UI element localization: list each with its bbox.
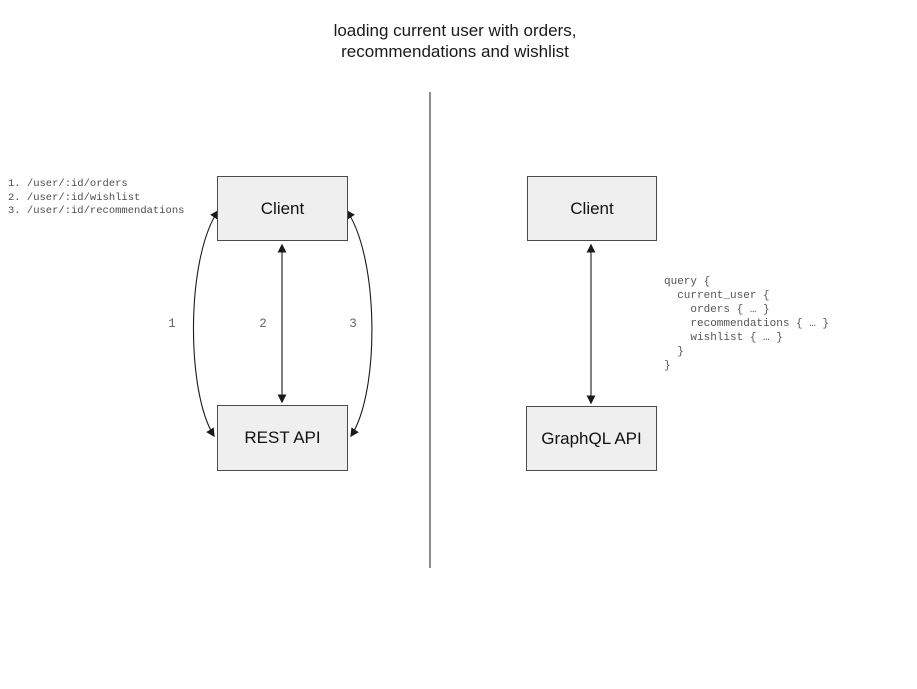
rest-client-box: Client <box>217 176 348 241</box>
rest-arrow-1-label: 1 <box>168 317 176 331</box>
rest-arrow-3-curve <box>346 209 373 438</box>
diagram-title-line1: loading current user with orders, <box>333 21 577 40</box>
diagram-title-line2: recommendations and wishlist <box>341 42 569 61</box>
graphql-client-box-label: Client <box>570 198 614 218</box>
rest-arrow-3-label: 3 <box>349 317 357 331</box>
graphql-api-box: GraphQL API <box>526 406 657 471</box>
rest-endpoints-list: 1. /user/:id/orders 2. /user/:id/wishlis… <box>8 178 185 217</box>
graphql-client-box: Client <box>527 176 657 241</box>
graphql-query-snippet: query { current_user { orders { … } reco… <box>664 276 830 372</box>
rest-arrow-1-curve <box>192 209 219 438</box>
rest-client-box-label: Client <box>260 198 305 218</box>
graphql-api-box-label: GraphQL API <box>541 428 642 448</box>
rest-api-box-label: REST API <box>244 428 321 447</box>
diagram-title: loading current user with orders, recomm… <box>205 20 705 62</box>
rest-arrow-2-label: 2 <box>259 317 267 331</box>
rest-api-box: REST API <box>217 405 348 471</box>
